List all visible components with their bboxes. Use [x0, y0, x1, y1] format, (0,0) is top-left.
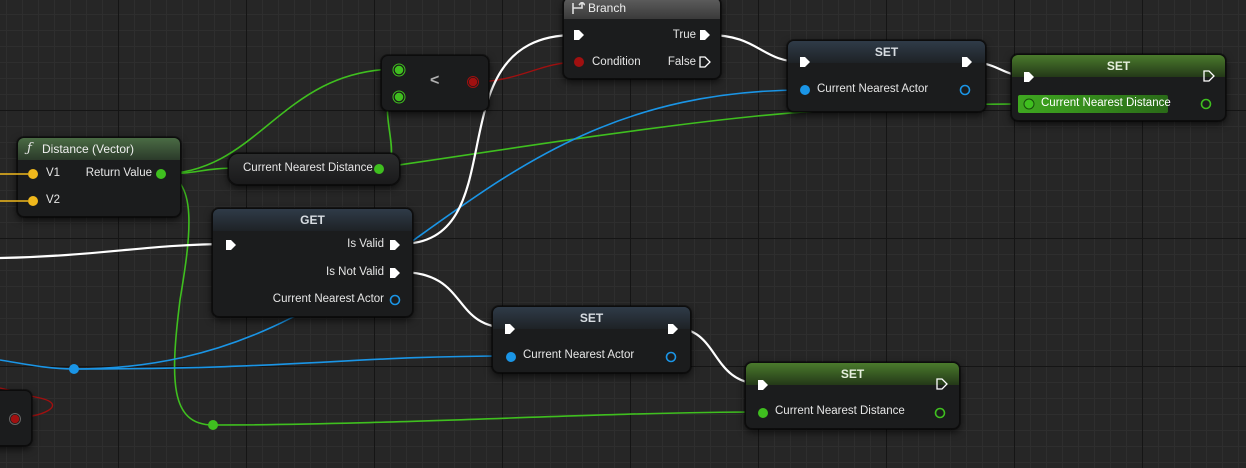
get-exec-in-pin[interactable]: [225, 239, 237, 251]
get-is-not-valid-pin[interactable]: [389, 267, 401, 279]
wire-actor-to-set-mid: [73, 355, 511, 370]
set-distance-top-out-pin[interactable]: [1200, 98, 1212, 110]
vector-input-stubs: [0, 173, 28, 202]
set-actor-top-out-pin[interactable]: [959, 84, 971, 96]
var-distance-out-pin[interactable]: [373, 163, 385, 175]
get-title: GET: [300, 213, 325, 227]
set-distance-bottom-node[interactable]: SET Current Nearest Distance: [745, 362, 960, 429]
branch-false-label: False: [667, 56, 696, 68]
get-is-valid-label: Is Valid: [347, 238, 384, 250]
less-b-pin[interactable]: [392, 90, 406, 104]
distance-return-label: Return Value: [85, 167, 152, 179]
set-distance-top-value-bar: [1018, 95, 1168, 113]
reroute-knot-blue: [69, 364, 79, 374]
wire-isvalid-to-branch: [399, 33, 576, 246]
get-actor-label: Current Nearest Actor: [272, 293, 384, 305]
set-distance-top-node[interactable]: SET Current Nearest Distance: [1011, 54, 1226, 121]
branch-node[interactable]: Branch True Condition False: [563, 0, 721, 79]
set-actor-top-exec-out-pin[interactable]: [961, 56, 973, 68]
set-actor-mid-in-pin[interactable]: [505, 351, 517, 363]
distance-v2-label: V2: [46, 194, 61, 206]
set-distance-bottom-in-pin[interactable]: [757, 407, 769, 419]
wire-return-to-reroute: [159, 173, 214, 426]
wire-exec-in-to-get: [0, 242, 231, 260]
set-actor-top-node[interactable]: SET Current Nearest Actor: [787, 40, 986, 112]
less-a-pin[interactable]: [392, 63, 406, 77]
set-distance-bottom-exec-in-pin[interactable]: [757, 379, 769, 391]
set-actor-top-in-pin[interactable]: [799, 84, 811, 96]
var-current-nearest-distance[interactable]: Current Nearest Distance: [228, 153, 400, 185]
set-distance-top-label: Current Nearest Distance: [1041, 97, 1171, 109]
offscreen-bool-node[interactable]: [0, 390, 32, 446]
wire-reroute-to-set-distance-bottom: [212, 411, 763, 426]
distance-v1-label: V1: [46, 167, 61, 179]
set-actor-mid-title: SET: [579, 311, 604, 325]
branch-true-label: True: [672, 29, 696, 41]
branch-header: Branch: [564, 0, 720, 19]
set-actor-top-exec-in-pin[interactable]: [799, 56, 811, 68]
wire-var-to-set-distance-top: [378, 103, 1028, 169]
wire-notvalid-to-set-actor-mid: [399, 270, 511, 330]
reroute-knot-green: [208, 420, 218, 430]
wire-actor-in: [0, 359, 75, 370]
wire-return-to-less-a: [159, 68, 399, 175]
branch-icon: [572, 2, 585, 14]
distance-v1-pin[interactable]: [27, 168, 39, 180]
set-actor-mid-exec-out-pin[interactable]: [667, 323, 679, 335]
distance-v2-pin[interactable]: [27, 195, 39, 207]
branch-true-pin[interactable]: [699, 29, 711, 41]
get-is-not-valid-label: Is Not Valid: [326, 266, 384, 278]
set-actor-mid-out-pin[interactable]: [665, 351, 677, 363]
set-distance-top-exec-out-pin[interactable]: [1203, 70, 1215, 82]
set-distance-bottom-label: Current Nearest Distance: [775, 405, 905, 417]
set-distance-bottom-exec-out-pin[interactable]: [936, 378, 948, 390]
branch-condition-pin[interactable]: [573, 56, 585, 68]
get-validated-node[interactable]: GET Is Valid Is Not Valid Current Neares…: [212, 208, 413, 317]
get-is-valid-pin[interactable]: [389, 239, 401, 251]
set-distance-bottom-title: SET: [840, 367, 865, 381]
function-icon: ƒ: [27, 141, 32, 156]
set-actor-top-label: Current Nearest Actor: [817, 83, 929, 95]
branch-exec-in-pin[interactable]: [573, 29, 585, 41]
set-actor-top-title: SET: [874, 45, 899, 59]
distance-return-pin[interactable]: [155, 168, 167, 180]
set-distance-top-exec-in-pin[interactable]: [1023, 71, 1035, 83]
branch-title: Branch: [588, 1, 627, 15]
get-actor-pin[interactable]: [389, 294, 401, 306]
offscreen-bool-out-pin[interactable]: [9, 413, 21, 425]
set-actor-mid-header: SET: [493, 307, 690, 329]
less-out-pin[interactable]: [467, 76, 479, 88]
wire-actor-to-set-top: [73, 89, 805, 370]
set-distance-top-header: SET: [1012, 55, 1225, 77]
get-header: GET: [213, 209, 412, 231]
distance-vector-node[interactable]: Distance (Vector) ƒ V1 V2 Return Value: [17, 137, 181, 217]
set-actor-top-header: SET: [788, 41, 985, 63]
set-distance-bottom-out-pin[interactable]: [934, 407, 946, 419]
var-distance-label: Current Nearest Distance: [243, 162, 373, 174]
branch-false-pin[interactable]: [699, 56, 711, 68]
less-than-node[interactable]: <: [381, 55, 489, 111]
set-distance-top-in-pin[interactable]: [1023, 98, 1035, 110]
set-distance-bottom-header: SET: [746, 363, 959, 385]
distance-header: Distance (Vector): [18, 138, 180, 160]
less-than-symbol: <: [430, 72, 440, 89]
set-actor-mid-label: Current Nearest Actor: [523, 349, 635, 361]
set-actor-mid-exec-in-pin[interactable]: [504, 323, 516, 335]
set-distance-top-title: SET: [1106, 59, 1131, 73]
set-actor-mid-node[interactable]: SET Current Nearest Actor: [492, 306, 691, 373]
distance-title: Distance (Vector): [42, 142, 135, 156]
branch-condition-label: Condition: [592, 56, 641, 68]
